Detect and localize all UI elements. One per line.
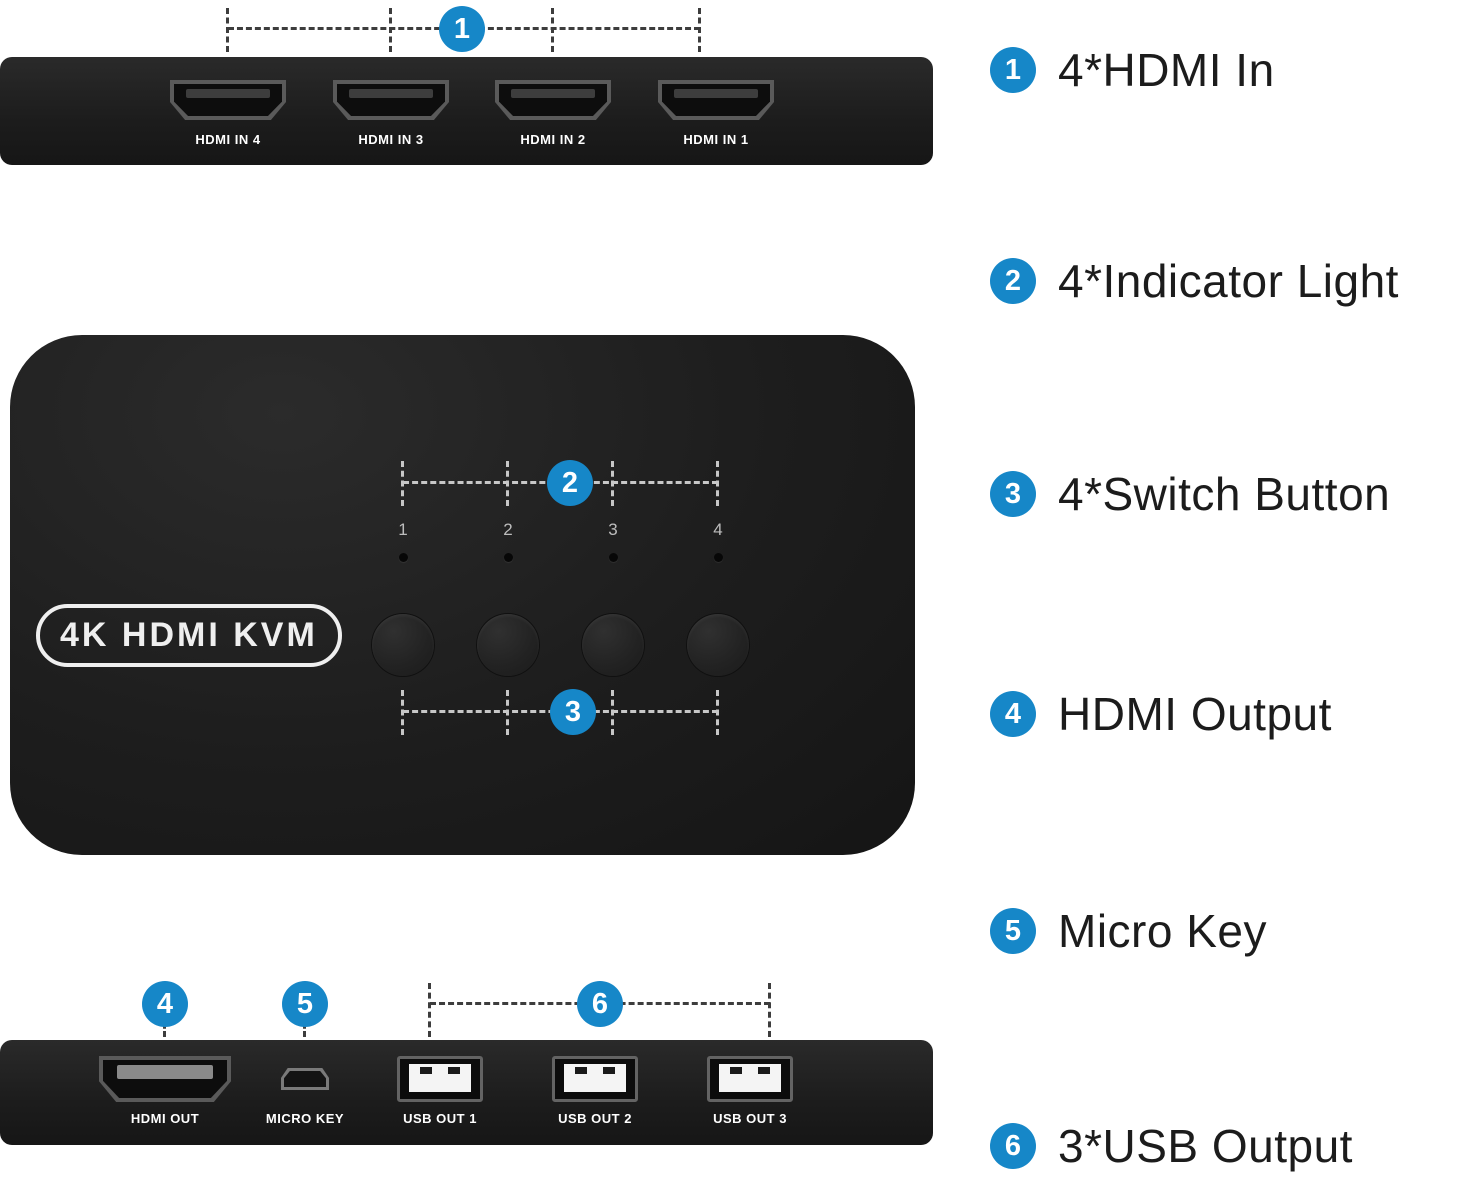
hdmi-out-group: HDMI OUT (85, 1055, 245, 1126)
switch-button-3 (582, 614, 644, 676)
switch-button-4 (687, 614, 749, 676)
port-label: USB OUT 3 (713, 1111, 787, 1126)
callout-line (698, 8, 701, 52)
callout-6-badge: 6 (577, 981, 623, 1027)
hdmi-in-3-group: HDMI IN 3 (311, 76, 471, 147)
callout-line (716, 690, 719, 735)
usb-port-icon (707, 1056, 793, 1102)
hdmi-in-2-port-icon (495, 80, 611, 120)
hdmi-in-1-port-icon (658, 80, 774, 120)
callout-line (226, 8, 229, 52)
indicator-led-icon (714, 553, 723, 562)
callout-5-badge: 5 (282, 981, 328, 1027)
micro-key-group: MICRO KEY (225, 1055, 385, 1126)
indicator-number: 3 (608, 520, 618, 539)
switch-button-1 (372, 614, 434, 676)
legend-item-2: 2 4*Indicator Light (990, 255, 1399, 307)
indicator-led-icon (504, 553, 513, 562)
callout-line (428, 983, 431, 1037)
usb-out-1-group: USB OUT 1 (360, 1055, 520, 1126)
legend-number-badge: 5 (990, 908, 1036, 954)
usb-out-3-group: USB OUT 3 (670, 1055, 830, 1126)
legend-item-5: 5 Micro Key (990, 905, 1267, 957)
usb-port-icon (397, 1056, 483, 1102)
indicator-number: 4 (713, 520, 723, 539)
indicator-led-icon (399, 553, 408, 562)
legend-number-badge: 1 (990, 47, 1036, 93)
port-label: HDMI OUT (130, 1111, 200, 1126)
callout-3-badge: 3 (550, 689, 596, 735)
callout-2-badge: 2 (547, 460, 593, 506)
legend-label: Micro Key (1058, 905, 1267, 957)
callout-line (768, 983, 771, 1037)
indicator-led-icon (609, 553, 618, 562)
legend-label: 3*USB Output (1058, 1120, 1353, 1172)
switch-button-2 (477, 614, 539, 676)
callout-line (401, 690, 404, 735)
usb-port-icon (552, 1056, 638, 1102)
hdmi-out-port-icon (99, 1056, 231, 1102)
legend-number-badge: 6 (990, 1123, 1036, 1169)
callout-4-badge: 4 (142, 981, 188, 1027)
callout-line (389, 8, 392, 52)
port-label: HDMI IN 2 (520, 132, 586, 147)
back-panel (0, 57, 933, 165)
port-label: USB OUT 1 (403, 1111, 477, 1126)
indicator-number: 1 (398, 520, 408, 539)
micro-usb-port-icon (281, 1068, 329, 1090)
hdmi-in-3-port-icon (333, 80, 449, 120)
port-label: HDMI IN 3 (358, 132, 424, 147)
legend-item-6: 6 3*USB Output (990, 1120, 1353, 1172)
callout-line (506, 690, 509, 735)
port-label: MICRO KEY (265, 1111, 345, 1126)
legend-label: 4*Switch Button (1058, 468, 1391, 520)
callout-line (611, 690, 614, 735)
usb-out-2-group: USB OUT 2 (515, 1055, 675, 1126)
callout-line (716, 461, 719, 506)
legend-label: HDMI Output (1058, 688, 1332, 740)
legend-label: 4*Indicator Light (1058, 255, 1399, 307)
port-label: HDMI IN 1 (683, 132, 749, 147)
callout-line (611, 461, 614, 506)
legend-item-3: 3 4*Switch Button (990, 468, 1390, 520)
callout-line (551, 8, 554, 52)
legend-number-badge: 3 (990, 471, 1036, 517)
hdmi-in-4-port-icon (170, 80, 286, 120)
hdmi-in-4-group: HDMI IN 4 (148, 76, 308, 147)
port-label: HDMI IN 4 (195, 132, 261, 147)
indicator-number: 2 (503, 520, 513, 539)
legend-label: 4*HDMI In (1058, 44, 1275, 96)
port-label: USB OUT 2 (558, 1111, 632, 1126)
legend-item-4: 4 HDMI Output (990, 688, 1332, 740)
legend-number-badge: 2 (990, 258, 1036, 304)
callout-1-badge: 1 (439, 6, 485, 52)
hdmi-in-1-group: HDMI IN 1 (636, 76, 796, 147)
legend-number-badge: 4 (990, 691, 1036, 737)
brand-logo: 4K HDMI KVM (36, 604, 342, 667)
callout-line (401, 461, 404, 506)
device-top-view (10, 335, 915, 855)
hdmi-in-2-group: HDMI IN 2 (473, 76, 633, 147)
legend-item-1: 1 4*HDMI In (990, 44, 1275, 96)
callout-line (506, 461, 509, 506)
